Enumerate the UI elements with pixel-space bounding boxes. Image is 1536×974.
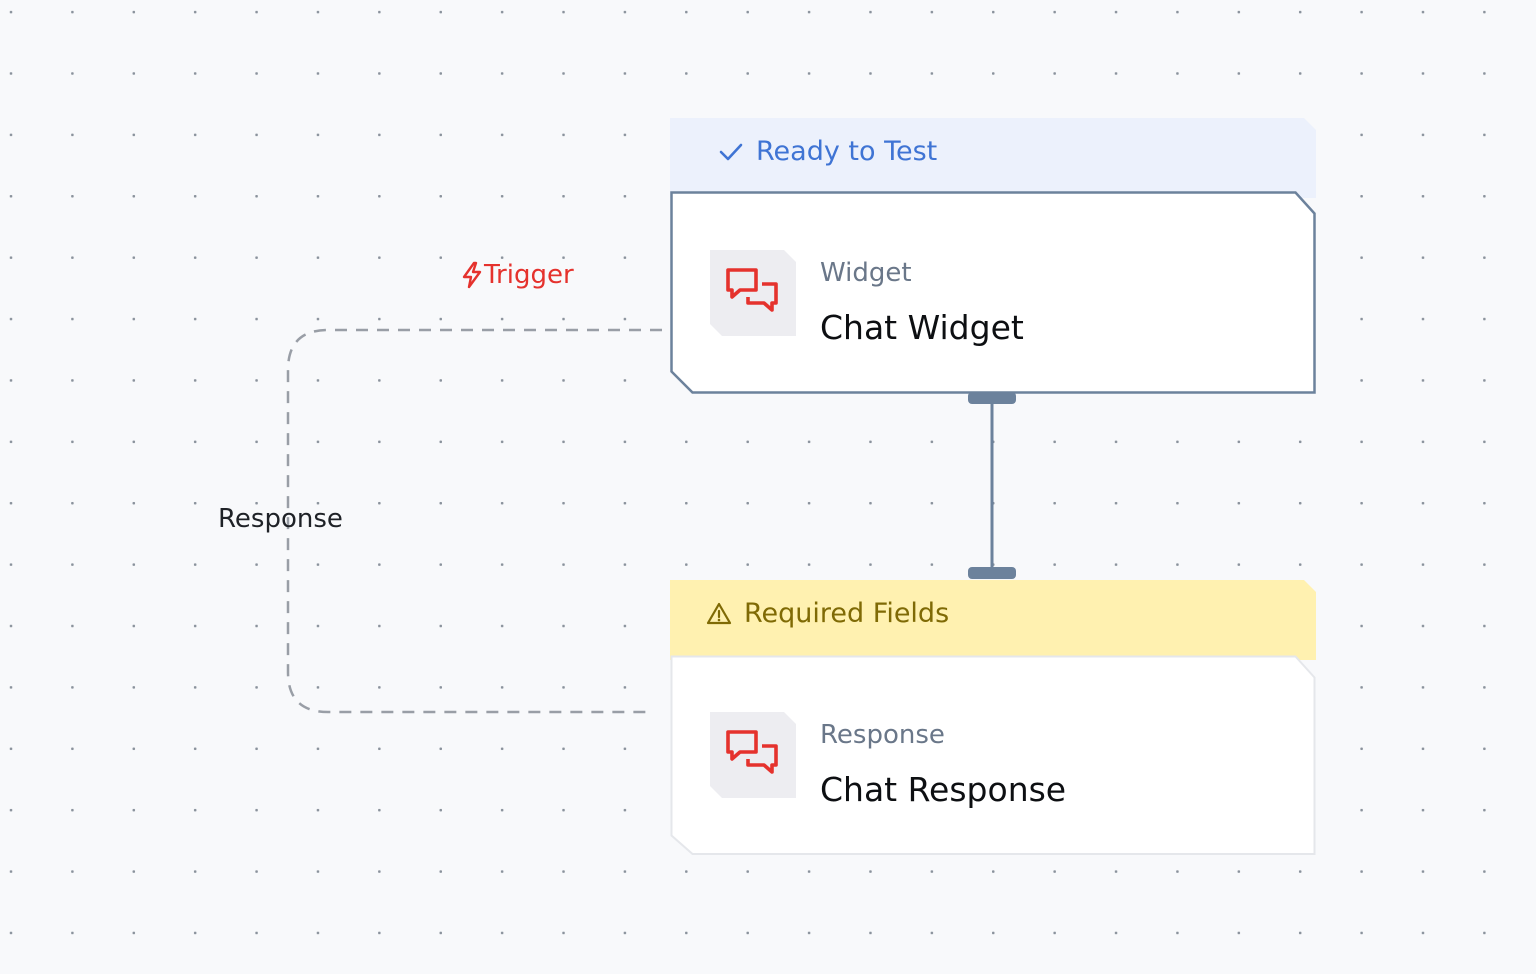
node-content: Widget Chat Widget	[670, 192, 1316, 392]
status-banner-required: Required Fields	[670, 580, 1316, 660]
checkmark-icon	[718, 139, 744, 172]
status-text: Ready to Test	[756, 136, 938, 167]
chat-widget-node[interactable]: Ready to Test Widget Chat Widget	[670, 118, 1316, 396]
node-content: Response Chat Response	[670, 654, 1316, 854]
trigger-response-loop-edge[interactable]	[286, 328, 662, 714]
warning-triangle-icon	[706, 601, 732, 634]
node-card-frame	[670, 191, 1316, 394]
chat-bubbles-icon	[710, 250, 796, 336]
trigger-edge-text: Trigger	[484, 260, 574, 290]
chat-response-node[interactable]: Required Fields Response Chat Response	[670, 580, 1316, 858]
node-title: Chat Widget	[820, 308, 1024, 347]
node-title: Chat Response	[820, 770, 1067, 809]
response-edge-label[interactable]: Response	[218, 504, 343, 534]
status-banner-ready: Ready to Test	[670, 118, 1316, 198]
status-text: Required Fields	[744, 598, 950, 629]
node-type-label: Widget	[820, 258, 912, 288]
input-handle[interactable]	[968, 567, 1016, 579]
trigger-edge-label[interactable]: Trigger	[460, 260, 574, 290]
chat-bubbles-icon	[710, 712, 796, 798]
lightning-bolt-icon	[462, 261, 482, 289]
node-type-label: Response	[820, 720, 945, 750]
output-handle[interactable]	[968, 392, 1016, 404]
node-card-frame	[670, 655, 1316, 855]
